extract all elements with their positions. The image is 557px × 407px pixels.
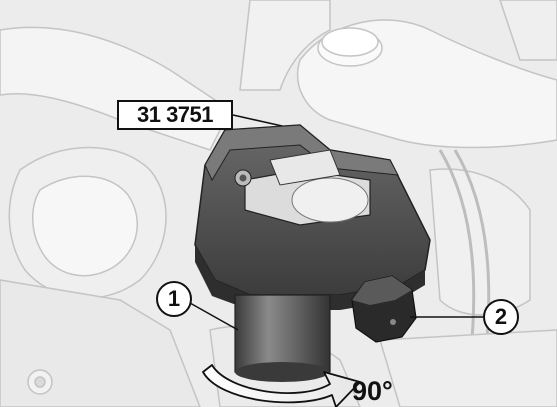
hex-nut (351, 275, 417, 343)
tool-number-label: 31 3751 (117, 100, 233, 130)
tool-shaft (234, 294, 331, 382)
rotation-arrow (202, 364, 361, 407)
callout-2: 2 (483, 299, 519, 335)
callout-1-leader (189, 302, 239, 331)
rotation-angle-label: 90° (352, 376, 393, 406)
callout-1: 1 (156, 281, 192, 317)
